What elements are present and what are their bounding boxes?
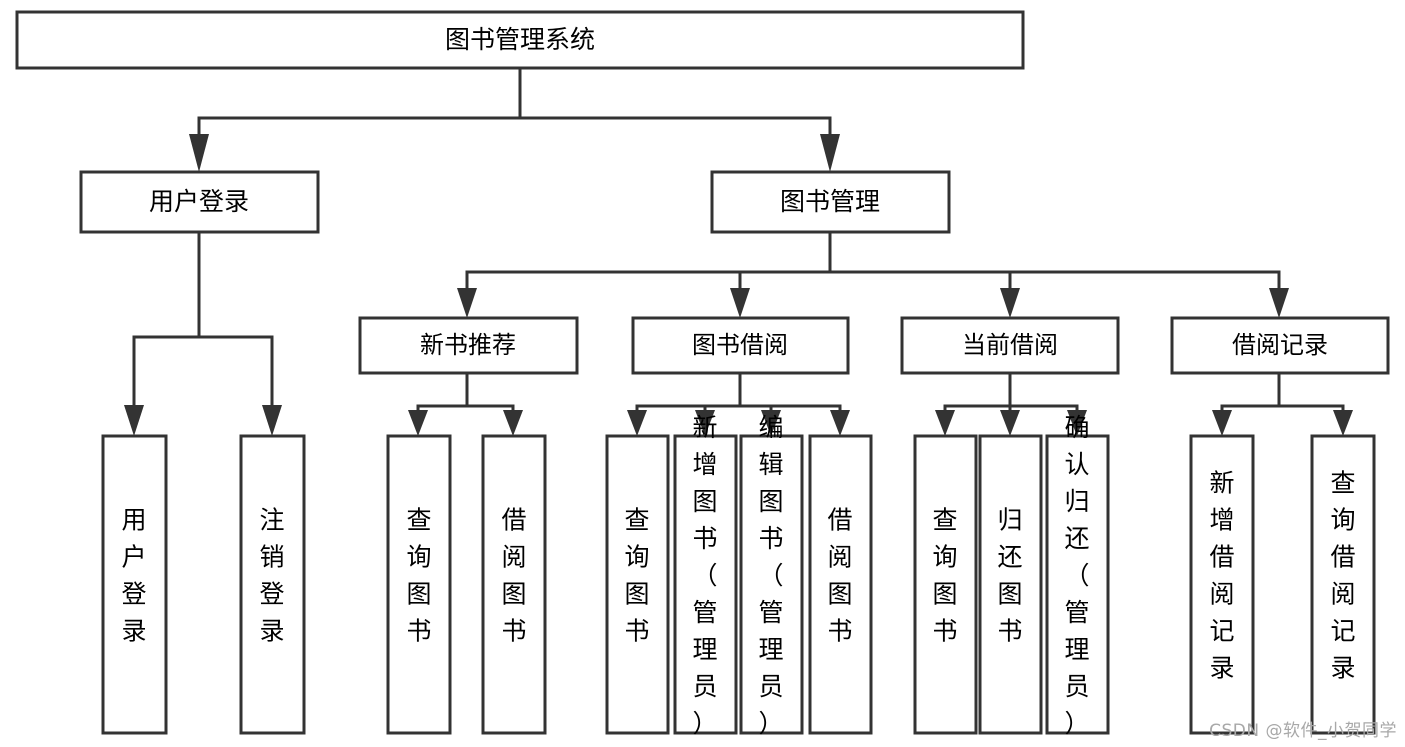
node-book-management-box[interactable] [710,170,951,234]
node-current-borrow-label: 当前借阅 [962,331,1058,359]
node-new-book-recommend[interactable]: 新书推荐 [358,316,579,375]
node-book-borrow-label: 图书借阅 [692,331,788,359]
arrowhead-nb-borrow-book [503,410,523,436]
arrowhead-nb-query-book [408,410,428,436]
node-new-book-recommend-box[interactable] [358,316,579,375]
node-book-management-label: 图书管理 [780,187,880,216]
leaf-label-bb-edit-book: 编辑图书（管理员） [758,413,783,738]
arrowhead-leaf-logout [262,405,282,436]
leaf-box-cb-confirm-return[interactable] [1045,434,1110,735]
leaf-box-br-add-record[interactable] [1189,434,1255,735]
node-borrow-record[interactable]: 借阅记录 [1170,316,1390,375]
leaf-label-nb-query-book: 查询图书 [406,506,431,646]
leaf-text-layer: 用户登录 注销登录 查询图书 借阅图书 查询图书 新增图书（管理员） 编辑图书（… [121,413,1355,738]
node-current-borrow-box[interactable] [900,316,1120,375]
node-user-login-label: 用户登录 [149,187,249,216]
leaf-label-br-add-record: 新增借阅记录 [1209,469,1234,683]
leaf-box-user-login[interactable] [101,434,168,735]
leaf-box-bb-edit-book[interactable] [739,434,804,735]
csdn-watermark: CSDN @软件_小贺同学 [1209,721,1397,741]
arrowhead-bb-edit-book [761,410,781,436]
node-user-login-box[interactable] [79,170,320,234]
arrowhead-borrow-record [1269,288,1289,318]
arrowhead-current-borrow [1000,288,1020,318]
arrowhead-br-query-record [1333,410,1353,436]
leaf-label-bb-add-book: 新增图书（管理员） [692,413,717,738]
leaf-box-logout[interactable] [239,434,306,735]
arrowhead-br-add-record [1212,410,1232,436]
node-root-system[interactable]: 图书管理系统 [15,10,1025,70]
node-book-management[interactable]: 图书管理 [710,170,951,234]
leaf-label-cb-query-book: 查询图书 [932,506,957,646]
node-root-system-label: 图书管理系统 [445,25,595,54]
leaf-box-br-query-record[interactable] [1310,434,1376,735]
node-current-borrow[interactable]: 当前借阅 [900,316,1120,375]
arrowhead-book-borrow [730,288,750,318]
leaf-box-bb-query-book[interactable] [605,434,670,735]
node-user-login[interactable]: 用户登录 [79,170,320,234]
leaf-box-bb-add-book[interactable] [673,434,738,735]
leaf-label-br-query-record: 查询借阅记录 [1330,469,1355,683]
leaf-label-bb-borrow-book: 借阅图书 [827,506,852,646]
arrowhead-root-to-user-login [189,134,209,172]
leaf-box-bb-borrow-book[interactable] [808,434,873,735]
arrowhead-cb-return-book [1000,410,1020,436]
arrowhead-bb-query-book [627,410,647,436]
arrowhead-bb-add-book [695,410,715,436]
arrowhead-bb-borrow-book [830,410,850,436]
connector-layer [124,66,1353,436]
leaf-label-cb-return-book: 归还图书 [997,506,1022,646]
leaf-layer [101,434,1376,735]
leaf-label-logout: 注销登录 [259,506,284,646]
node-new-book-recommend-label: 新书推荐 [420,331,516,359]
node-root-system-box[interactable] [15,10,1025,70]
node-borrow-record-box[interactable] [1170,316,1390,375]
leaf-label-user-login: 用户登录 [121,506,146,646]
arrowhead-cb-confirm-return [1067,410,1087,436]
leaf-label-nb-borrow-book: 借阅图书 [501,506,526,646]
leaf-box-nb-borrow-book[interactable] [481,434,547,735]
arrowhead-leaf-user-login [124,405,144,436]
leaf-box-cb-query-book[interactable] [913,434,978,735]
arrowhead-new-book [457,288,477,318]
leaf-label-bb-query-book: 查询图书 [624,506,649,646]
node-book-borrow-box[interactable] [631,316,850,375]
node-borrow-record-label: 借阅记录 [1232,331,1328,359]
leaf-box-nb-query-book[interactable] [386,434,452,735]
leaf-label-cb-confirm-return: 确认归还（管理员） [1064,413,1089,738]
arrowhead-cb-query-book [935,410,955,436]
leaf-box-cb-return-book[interactable] [978,434,1043,735]
arrowhead-root-to-book-mgmt [820,134,840,172]
node-book-borrow[interactable]: 图书借阅 [631,316,850,375]
